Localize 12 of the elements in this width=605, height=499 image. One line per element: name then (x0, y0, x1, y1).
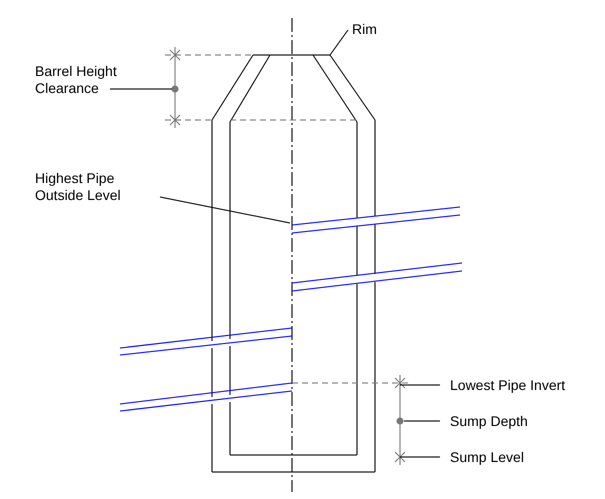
part-label: Barrel Height Clearance (35, 63, 125, 97)
part-label: Highest Pipe Outside Level (35, 170, 165, 204)
part-label: Sump Level (450, 449, 560, 466)
leader-line (404, 420, 440, 422)
part-label: Lowest Pipe Invert (450, 377, 600, 394)
part-label: Sump Depth (450, 413, 560, 430)
leader-line (330, 30, 348, 56)
leader-line (400, 384, 440, 386)
leader-line (400, 456, 440, 458)
leader-line (110, 88, 172, 90)
part-label: Rim (352, 21, 412, 38)
leader-line (160, 196, 290, 224)
